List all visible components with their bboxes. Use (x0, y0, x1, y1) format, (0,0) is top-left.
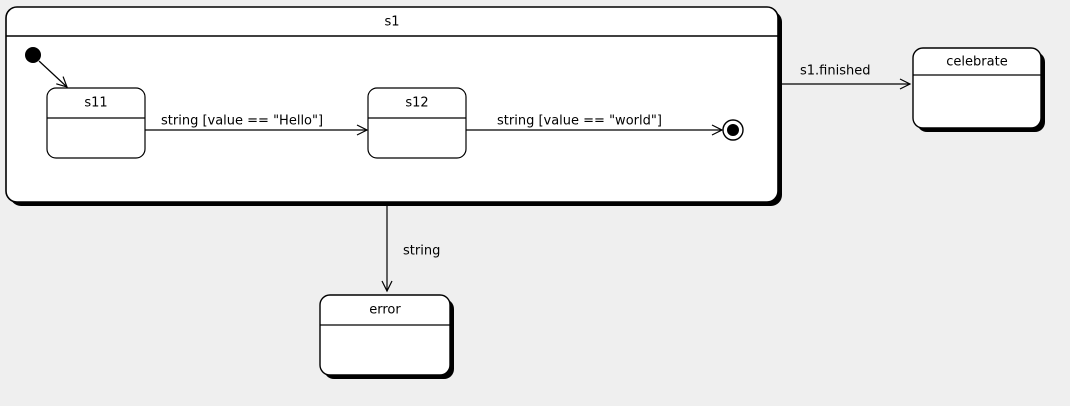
state-error-body (319, 294, 451, 376)
state-error-label: error (369, 303, 401, 318)
state-celebrate-label: celebrate (946, 55, 1007, 70)
state-s12-body (367, 87, 467, 159)
initial-state-icon[interactable] (25, 47, 41, 63)
transition-s11-to-s12-label: string [value == "Hello"] (161, 114, 323, 129)
transition-s1-to-error-label: string (403, 244, 440, 259)
transition-s1-to-celebrate-label: s1.finished (800, 64, 870, 79)
composite-state-s1-title: s1 (384, 15, 399, 30)
final-state-icon[interactable] (722, 119, 744, 141)
state-s11[interactable]: s11 (46, 87, 146, 159)
state-s11-label: s11 (84, 96, 107, 111)
state-celebrate[interactable]: celebrate (912, 47, 1045, 132)
state-s12[interactable]: s12 (367, 87, 467, 159)
transition-initial-to-s11[interactable] (38, 60, 68, 88)
state-s12-label: s12 (405, 96, 428, 111)
final-state-inner-dot (727, 124, 739, 136)
state-celebrate-body (912, 47, 1042, 129)
state-s11-body (46, 87, 146, 159)
transition-s12-to-final-label: string [value == "world"] (497, 114, 662, 129)
state-error[interactable]: error (319, 294, 454, 379)
